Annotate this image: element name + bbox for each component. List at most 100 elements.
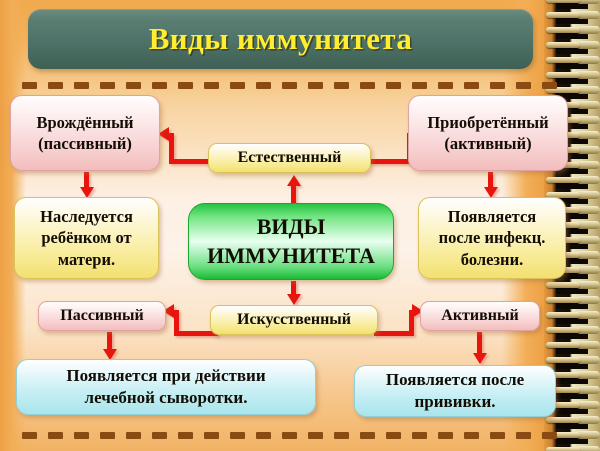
binder-slot — [556, 30, 588, 39]
binder-ring — [546, 416, 600, 425]
binder-slot — [556, 180, 588, 189]
binder-ring-wire — [546, 12, 580, 18]
binder-ring-wire — [546, 417, 580, 423]
node-after-infection[interactable]: Появляется после инфекц. болезни. — [418, 197, 566, 279]
node-serum-line1: Появляется при действии — [66, 366, 266, 386]
arrow-acquired-to-after-infection — [483, 172, 499, 200]
binder-ring — [546, 11, 600, 20]
arrow-artificial-to-passive — [160, 304, 218, 337]
dash-segment — [256, 432, 271, 439]
node-active[interactable]: Активный — [420, 301, 540, 331]
binder-ring-wire — [546, 402, 580, 408]
node-acquired-line2: (активный) — [444, 134, 532, 153]
node-core-types-of-immunity[interactable]: ВИДЫ ИММУНИТЕТА — [188, 203, 394, 280]
node-inherited-line2: ребёнком от — [41, 228, 132, 248]
binder-ring — [546, 296, 600, 305]
node-passive-label: Пассивный — [60, 306, 144, 324]
binder-slot — [556, 420, 588, 429]
binder-slot — [556, 105, 588, 114]
dash-segment — [386, 82, 401, 89]
dash-segment — [100, 432, 115, 439]
binder-ring-wire — [546, 432, 580, 438]
dash-segment — [438, 432, 453, 439]
binder-ring — [546, 41, 600, 50]
binder-slot — [556, 135, 588, 144]
node-after-infection-line3: болезни. — [460, 249, 524, 269]
binder-slot — [556, 210, 588, 219]
binder-slot — [556, 90, 588, 99]
node-acquired-immunity[interactable]: Приобретённый (активный) — [408, 95, 568, 171]
binder-ring-wire — [546, 27, 580, 33]
dash-segment — [542, 432, 557, 439]
arrow-core-to-artificial — [286, 281, 302, 307]
dash-segment — [100, 82, 115, 89]
binder-ring — [546, 371, 600, 380]
arrow-passive-to-serum — [102, 332, 118, 362]
node-natural[interactable]: Естественный — [208, 143, 371, 173]
node-therapeutic-serum[interactable]: Появляется при действии лечебной сыворот… — [16, 359, 316, 415]
binder-ring-wire — [546, 342, 580, 348]
node-after-infection-line2: после инфекц. — [438, 228, 546, 248]
dash-segment — [204, 82, 219, 89]
node-inherited-from-mother[interactable]: Наследуется ребёнком от матери. — [14, 197, 159, 279]
dash-segment — [438, 82, 453, 89]
dash-segment — [282, 82, 297, 89]
binder-ring-wire — [546, 177, 580, 183]
arrow-active-to-vaccine — [472, 332, 488, 368]
binder-slot — [556, 360, 588, 369]
spiral-binder — [544, 0, 600, 451]
binder-ring-wire — [546, 57, 580, 63]
binder-slot — [556, 435, 588, 444]
node-vaccine-line2: прививки. — [414, 392, 496, 411]
dash-segment — [256, 82, 271, 89]
binder-ring-wire-back — [576, 251, 600, 259]
binder-slot — [556, 300, 588, 309]
binder-slot — [556, 330, 588, 339]
dash-segment — [152, 82, 167, 89]
node-artificial[interactable]: Искусственный — [210, 305, 378, 335]
binder-ring — [546, 326, 600, 335]
binder-ring-wire-back — [576, 41, 600, 49]
dash-segment — [360, 432, 375, 439]
dash-segment — [126, 82, 141, 89]
binder-ring — [546, 191, 600, 200]
binder-ring-wire — [546, 387, 580, 393]
node-inherited-line3: матери. — [57, 249, 116, 269]
binder-ring-wire — [546, 0, 580, 3]
dash-segment — [412, 432, 427, 439]
binder-ring — [546, 386, 600, 395]
binder-ring-wire-back — [576, 296, 600, 304]
node-inherited-line1: Наследуется — [40, 207, 133, 227]
dash-segment — [490, 432, 505, 439]
binder-slot — [556, 75, 588, 84]
binder-ring — [546, 311, 600, 320]
binder-ring-wire — [546, 87, 580, 93]
dash-segment — [152, 432, 167, 439]
node-innate-immunity[interactable]: Врождённый (пассивный) — [10, 95, 160, 171]
binder-ring-wire — [546, 192, 580, 198]
binder-ring-wire-back — [576, 311, 600, 319]
page-title: Виды иммунитета — [148, 21, 413, 56]
binder-slot — [556, 45, 588, 54]
binder-ring-wire-back — [576, 401, 600, 409]
dash-segment — [308, 432, 323, 439]
binder-ring-wire-back — [576, 146, 600, 154]
binder-ring-wire-back — [576, 431, 600, 439]
binder-ring-wire-back — [576, 101, 600, 109]
binder-ring-wire-back — [576, 326, 600, 334]
node-innate-line2: (пассивный) — [38, 134, 132, 153]
arrow-artificial-to-active — [374, 304, 428, 337]
binder-ring — [546, 71, 600, 80]
binder-slot — [556, 270, 588, 279]
node-after-vaccination[interactable]: Появляется после прививки. — [354, 365, 556, 417]
binder-slot — [556, 165, 588, 174]
binder-slot — [556, 225, 588, 234]
dash-segment — [48, 432, 63, 439]
binder-slot — [556, 315, 588, 324]
binder-ring-wire — [546, 42, 580, 48]
node-passive[interactable]: Пассивный — [38, 301, 166, 331]
dash-segment — [516, 432, 531, 439]
binder-ring-wire-back — [576, 11, 600, 19]
binder-ring — [546, 401, 600, 410]
